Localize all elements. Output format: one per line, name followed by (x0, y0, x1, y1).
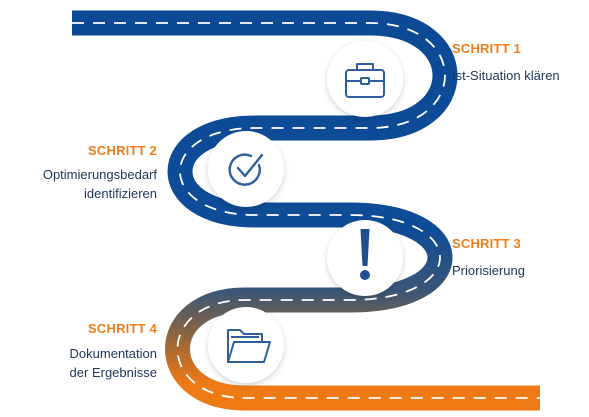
step-3-description: Priorisierung (452, 263, 525, 278)
road-center-line (72, 22, 540, 399)
step1-icon-circle (327, 41, 403, 117)
step4-icon-circle (208, 307, 284, 383)
step-3-title: SCHRITT 3 (452, 236, 521, 251)
step-4-description-line: der Ergebnisse (69, 365, 157, 380)
exclamation-icon (360, 229, 370, 280)
step-2-label: SCHRITT 2 Optimierungsbedarf identifizie… (0, 143, 157, 203)
step-2-description: Optimierungsbedarf identifizieren (0, 165, 157, 203)
briefcase-icon (345, 63, 385, 98)
step-4-description-line: Dokumentation (69, 346, 157, 361)
step-1-label: SCHRITT 1 Ist-Situation klären (452, 41, 560, 85)
step-2-description-line: Optimierungsbedarf (42, 167, 157, 182)
step-4-label: SCHRITT 4 Dokumentation der Ergebnisse (0, 321, 157, 382)
step-1-title: SCHRITT 1 (452, 41, 521, 56)
step-3-label: SCHRITT 3 Priorisierung (452, 236, 525, 280)
step-2-description-line: identifizieren (84, 186, 157, 201)
step-4-title: SCHRITT 4 (88, 321, 157, 336)
step-2-title: SCHRITT 2 (88, 143, 157, 158)
folder-icon (227, 329, 271, 363)
step-4-description: Dokumentation der Ergebnisse (0, 344, 157, 382)
check-circle-icon (228, 153, 264, 186)
step-1-description: Ist-Situation klären (452, 68, 560, 83)
step2-icon-circle (208, 131, 284, 207)
step3-icon-circle (327, 220, 403, 296)
